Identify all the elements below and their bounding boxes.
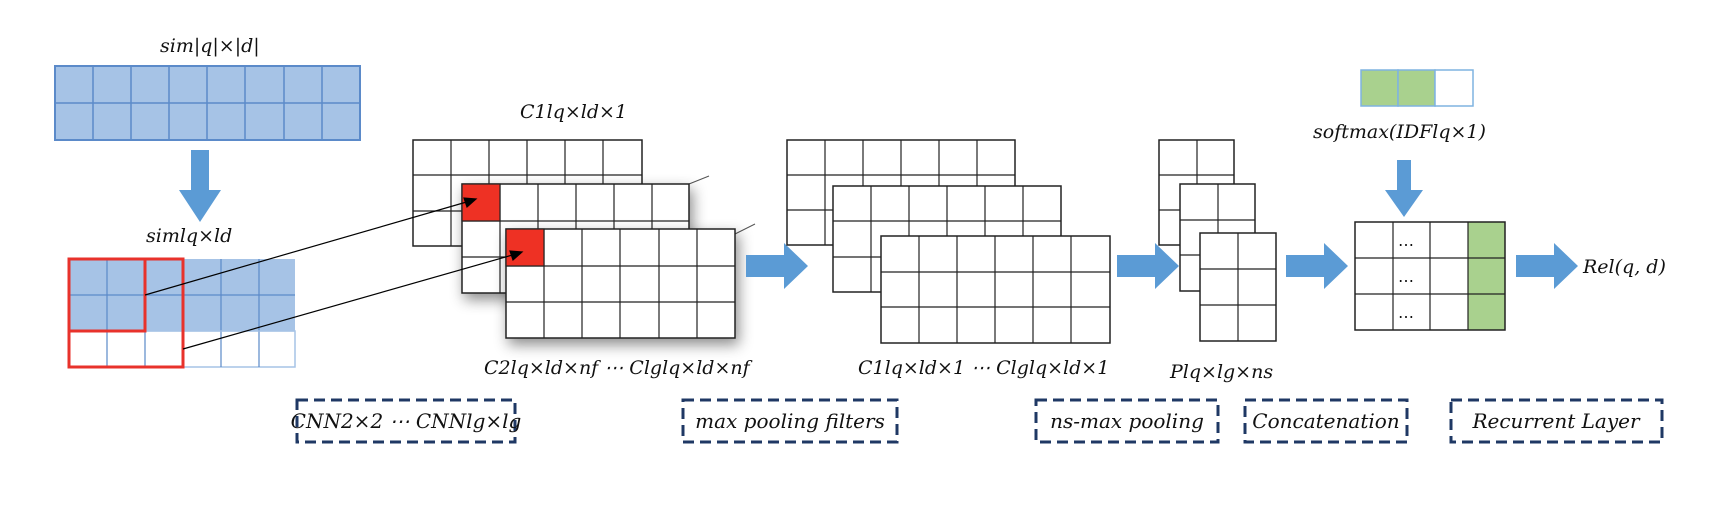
recurrent-stage-label: Recurrent Layer <box>1471 409 1641 433</box>
ellipsis: … <box>1398 303 1414 322</box>
down-arrow <box>179 150 221 222</box>
idf-vector <box>1360 69 1474 107</box>
concatenated-matrix <box>1354 221 1506 331</box>
c1-to-clg-1-label: C1lq×ld×1 ⋯ Clglq×ld×1 <box>858 357 1109 379</box>
ns-max-pooling-stage-box <box>1034 398 1220 444</box>
max-pooling-stage-label: max pooling filters <box>695 409 885 433</box>
kernel-pointer-arrows <box>144 197 524 350</box>
right-arrow <box>746 243 808 289</box>
right-arrow <box>1286 243 1348 289</box>
cnn-stage-label: CNN2×2 ⋯ CNNlg×lg <box>291 409 522 433</box>
recurrent-stage-box <box>1449 398 1664 444</box>
sim-q-d-matrix <box>54 65 361 141</box>
softmax-idf-label: softmax(IDFlq×1) <box>1313 121 1486 143</box>
rel-qd-label: Rel(q, d) <box>1582 256 1666 278</box>
p-lq-lg-ns-label: Plq×lg×ns <box>1169 361 1273 383</box>
down-arrow <box>1385 160 1423 217</box>
depth-line <box>688 175 710 185</box>
pooled-map-3 <box>880 235 1111 344</box>
depth-line <box>734 223 756 235</box>
max-pooling-stage-box <box>681 398 899 444</box>
ns-pooled-map-3 <box>1199 232 1277 342</box>
right-arrow <box>1117 243 1179 289</box>
ellipsis: … <box>1398 267 1414 286</box>
right-arrow <box>1516 243 1578 289</box>
concatenation-stage-label: Concatenation <box>1252 409 1399 433</box>
ellipsis: … <box>1398 231 1414 250</box>
sim-lq-ld-matrix <box>67 257 296 369</box>
c1-lq-ld-1-label: C1lq×ld×1 <box>520 101 627 123</box>
sim-q-d-label: sim|q|×|d| <box>160 35 260 57</box>
c2-to-clg-nf-label: C2lq×ld×nf ⋯ Clglq×ld×nf <box>484 357 753 379</box>
sim-lq-ld-label: simlq×ld <box>146 225 232 247</box>
ns-max-pooling-stage-label: ns-max pooling <box>1050 409 1204 433</box>
cnn-stage-box <box>295 398 517 444</box>
